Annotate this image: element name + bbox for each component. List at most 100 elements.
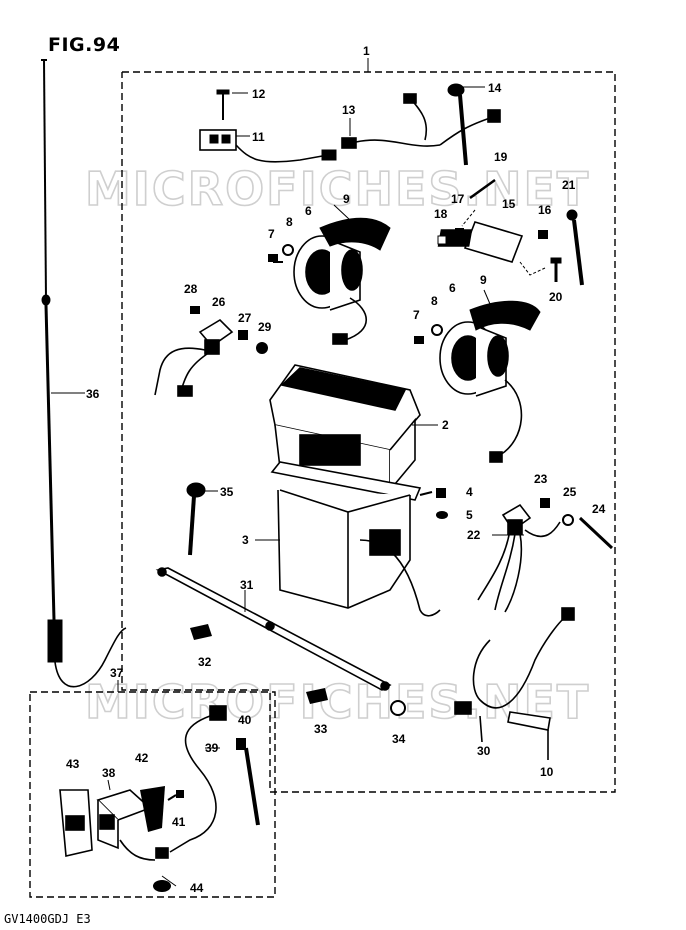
bracket-10	[507, 711, 551, 760]
leader-38	[107, 779, 111, 791]
callout-15: 15	[502, 197, 516, 211]
callout-22: 22	[467, 528, 481, 542]
callout-29: 29	[258, 320, 272, 334]
callout-37: 37	[110, 666, 124, 680]
cap-34	[390, 700, 406, 716]
callout-12: 12	[252, 87, 266, 101]
bracket-42	[140, 786, 165, 832]
callout-2: 2	[442, 418, 449, 432]
callout-24: 24	[592, 502, 606, 516]
washer-8-left	[282, 244, 294, 256]
radio-box-3	[270, 461, 441, 617]
callout-17: 17	[451, 192, 465, 206]
callout-30: 30	[477, 744, 491, 758]
callout-18: 18	[434, 207, 448, 221]
screw-7-left	[268, 254, 283, 263]
antenna-part	[41, 59, 127, 688]
nut-16	[538, 230, 548, 239]
callout-43: 43	[66, 757, 80, 771]
callout-39: 39	[205, 741, 219, 755]
callout-3: 3	[242, 533, 249, 547]
screw-41	[167, 790, 184, 801]
callout-40: 40	[238, 713, 252, 727]
grommet-40	[236, 738, 260, 826]
relay-26	[154, 318, 234, 397]
watermark-bottom: MICROFICHES.NET	[85, 675, 590, 729]
nut-23	[540, 498, 550, 508]
figure-title: FIG.94	[48, 34, 121, 56]
callout-36: 36	[86, 387, 100, 401]
callout-38: 38	[102, 766, 116, 780]
nut-27	[238, 330, 248, 340]
callout-6-right: 6	[449, 281, 456, 295]
callout-28: 28	[184, 282, 198, 296]
cap-29	[256, 342, 268, 354]
model-code-label: GV1400GDJ E3	[4, 912, 91, 926]
panel-43	[59, 789, 93, 857]
callout-5: 5	[466, 508, 473, 522]
speaker-cover-9-left	[319, 217, 391, 251]
washer-25	[562, 514, 574, 526]
callout-25: 25	[563, 485, 577, 499]
callout-11: 11	[252, 130, 265, 144]
callout-10: 10	[540, 765, 554, 779]
callout-7-right: 7	[413, 308, 420, 322]
harness-connector-11	[199, 129, 337, 163]
callout-33: 33	[314, 722, 328, 736]
callout-35: 35	[220, 485, 234, 499]
callout-31: 31	[240, 578, 254, 592]
grommet-14	[447, 83, 468, 166]
harness-13	[341, 93, 501, 149]
clamp-35	[186, 482, 206, 556]
callout-32: 32	[198, 655, 212, 669]
grommet-44	[153, 880, 171, 892]
radio-unit-2	[269, 364, 421, 491]
amplifier-15	[437, 221, 524, 263]
relay-22	[477, 503, 561, 613]
leader-9-right	[483, 289, 491, 305]
callout-44: 44	[190, 881, 204, 895]
speaker-cover-9-right	[469, 300, 541, 331]
leader-9-left	[333, 204, 351, 221]
callout-9-right: 9	[480, 273, 487, 287]
callout-23: 23	[534, 472, 548, 486]
callout-19: 19	[494, 150, 508, 164]
callout-13: 13	[342, 103, 356, 117]
callout-34: 34	[392, 732, 406, 746]
speaker-right	[439, 321, 523, 463]
leader-44	[161, 875, 177, 887]
bolt-4	[419, 488, 446, 498]
bolt-24	[578, 516, 614, 550]
callout-9-left: 9	[343, 192, 350, 206]
callout-20: 20	[549, 290, 563, 304]
callout-8-right: 8	[431, 294, 438, 308]
screw-20	[550, 257, 562, 282]
washer-8-right	[431, 324, 443, 336]
screw-28	[190, 306, 200, 314]
callout-1: 1	[363, 44, 370, 58]
speaker-left	[293, 235, 367, 345]
washer-5	[436, 511, 448, 519]
assembly-boundary-main	[121, 71, 616, 793]
assembly-boundary-sub	[29, 691, 276, 898]
callout-41: 41	[172, 815, 186, 829]
callout-4: 4	[466, 485, 473, 499]
callout-labels: 1 2 3 4 5 6 6 7 7 8 8 9 9 10 11 12 13 14…	[66, 44, 606, 895]
callout-27: 27	[238, 311, 252, 325]
bracket-31	[155, 567, 392, 691]
harness-30	[454, 607, 575, 743]
callout-6-left: 6	[305, 204, 312, 218]
cushion-18	[437, 235, 447, 245]
callout-21: 21	[562, 178, 576, 192]
callout-16: 16	[538, 203, 552, 217]
callout-8-left: 8	[286, 215, 293, 229]
assembly-line-19	[461, 209, 476, 227]
callout-42: 42	[135, 751, 149, 765]
screw-7-right	[414, 336, 424, 344]
callout-26: 26	[212, 295, 226, 309]
callout-7-left: 7	[268, 227, 275, 241]
screw-19	[469, 178, 496, 200]
harness-39	[155, 705, 227, 859]
